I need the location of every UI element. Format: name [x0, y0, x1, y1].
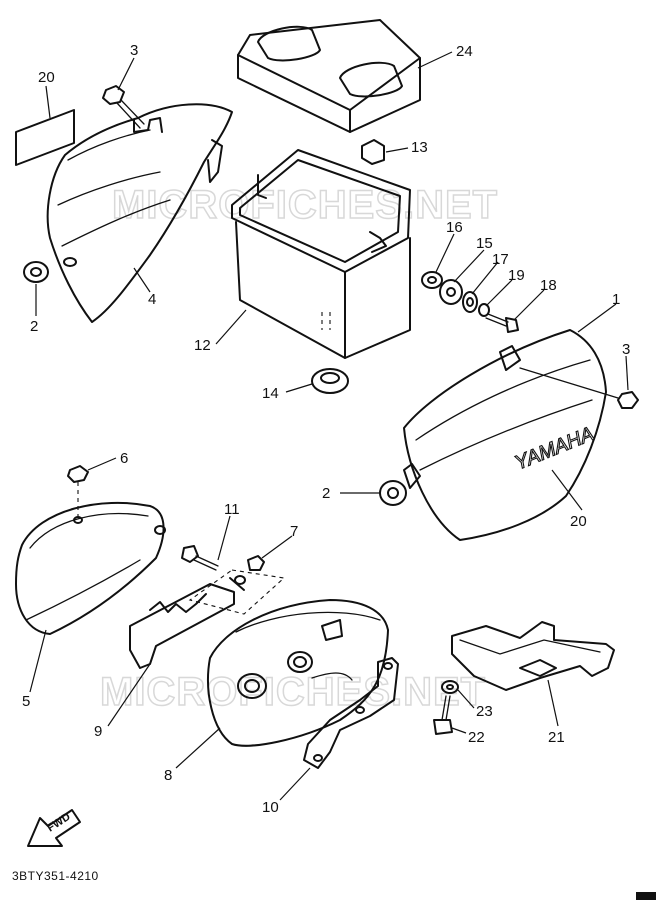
- callout-7: 7: [290, 523, 298, 540]
- callout-12: 12: [194, 337, 211, 354]
- callout-8: 8: [164, 767, 172, 784]
- callout-3-upper: 3: [130, 42, 138, 59]
- part-23-washer: [441, 680, 459, 694]
- guide-lines: [188, 569, 286, 615]
- callout-10: 10: [262, 799, 279, 816]
- part-10-stay: [303, 657, 399, 769]
- part-12-battery-box: [231, 149, 411, 359]
- part-15-damper: [439, 279, 463, 305]
- part-17-washer: [462, 291, 478, 313]
- part-2-grommet-right: [379, 480, 407, 506]
- part-8-tool-box: [207, 599, 389, 747]
- callout-14: 14: [262, 385, 279, 402]
- part-13-clip: [361, 139, 385, 165]
- callout-19: 19: [508, 267, 525, 284]
- part-16-collar: [421, 271, 443, 289]
- part-20-decal-left: [15, 109, 75, 166]
- callout-11: 11: [224, 501, 240, 518]
- part-5-cover: [15, 501, 166, 635]
- callout-3-right: 3: [622, 341, 630, 358]
- callout-15: 15: [476, 235, 493, 252]
- part-11-bolt: [181, 545, 219, 571]
- callout-21: 21: [548, 729, 565, 746]
- callout-9: 9: [94, 723, 102, 740]
- callout-24: 24: [456, 43, 473, 60]
- callout-2-right: 2: [322, 485, 330, 502]
- part-3-bolt-upper: [102, 85, 145, 129]
- watermark-bottom: MICROFICHES.NET: [100, 670, 486, 714]
- callout-20-lower: 20: [570, 513, 587, 530]
- part-3-bolt-right: [519, 367, 639, 409]
- callout-22: 22: [468, 729, 485, 746]
- part-22-bolt: [433, 695, 453, 735]
- part-6-screw: [67, 465, 89, 520]
- callout-16: 16: [446, 219, 463, 236]
- part-14-grommet: [311, 368, 349, 394]
- corner-mark: [636, 892, 656, 900]
- callout-5: 5: [22, 693, 30, 710]
- part-19-washer: [478, 303, 490, 317]
- part-9-bracket: [129, 575, 246, 669]
- fwd-label: FWD: [45, 811, 73, 835]
- part-4-side-cover-left: [46, 103, 233, 323]
- part-7-nut: [247, 555, 265, 571]
- callout-numbers: 20 3 2 4 24 13 12 14 16 15 17 19 18 1 3 …: [22, 42, 630, 816]
- callout-20-upper: 20: [38, 69, 55, 86]
- fwd-arrow-icon: FWD: [27, 809, 81, 847]
- part-2-grommet-left: [23, 261, 49, 283]
- part-21-tray: [451, 621, 615, 691]
- part-24-battery: [237, 19, 421, 133]
- callout-23: 23: [476, 703, 493, 720]
- callout-1: 1: [612, 291, 620, 308]
- callout-13: 13: [411, 139, 428, 156]
- drawing-code: 3BTY351-4210: [12, 869, 99, 883]
- leader-lines: [29, 51, 629, 801]
- watermark-top: MICROFICHES.NET: [112, 183, 498, 227]
- callout-17: 17: [492, 251, 509, 268]
- callout-2-left: 2: [30, 318, 38, 335]
- callout-6: 6: [120, 450, 128, 467]
- callout-4: 4: [148, 291, 156, 308]
- yamaha-logo-decal: YAMAHA: [512, 423, 598, 475]
- callout-18: 18: [540, 277, 557, 294]
- part-18-bolt: [485, 313, 519, 333]
- part-1-side-cover-right: YAMAHA: [403, 329, 607, 541]
